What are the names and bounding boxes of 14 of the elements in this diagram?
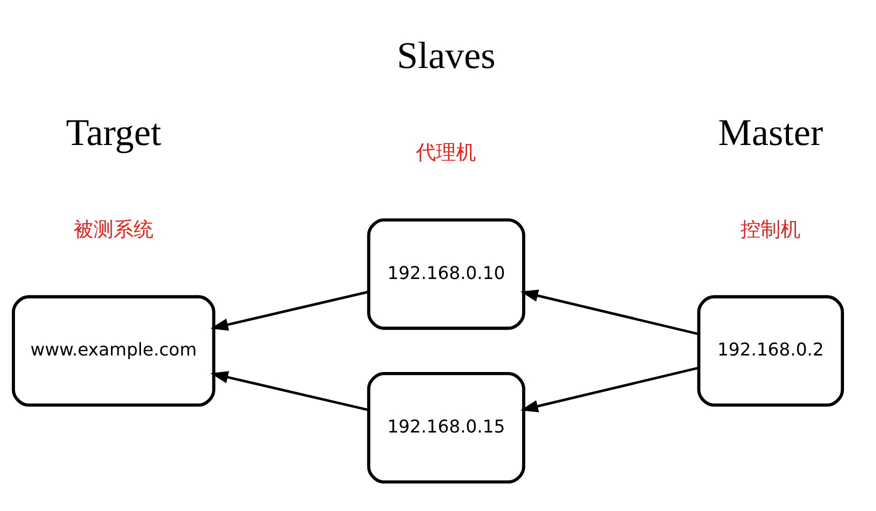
- arrow: [520, 366, 699, 412]
- label: Target: [66, 112, 162, 154]
- arrow: [210, 290, 369, 331]
- label: 代理机: [416, 140, 476, 164]
- node-box: 192.168.0.2: [697, 295, 844, 407]
- node-box: www.example.com: [12, 295, 216, 407]
- arrow: [210, 371, 369, 412]
- label: 控制机: [740, 217, 801, 242]
- node-box: 192.168.0.10: [367, 218, 526, 330]
- arrow: [520, 290, 699, 336]
- label: 被测系统: [74, 217, 154, 242]
- label: Slaves: [396, 35, 496, 78]
- label: Master: [718, 112, 824, 154]
- node-box: 192.168.0.15: [367, 372, 526, 484]
